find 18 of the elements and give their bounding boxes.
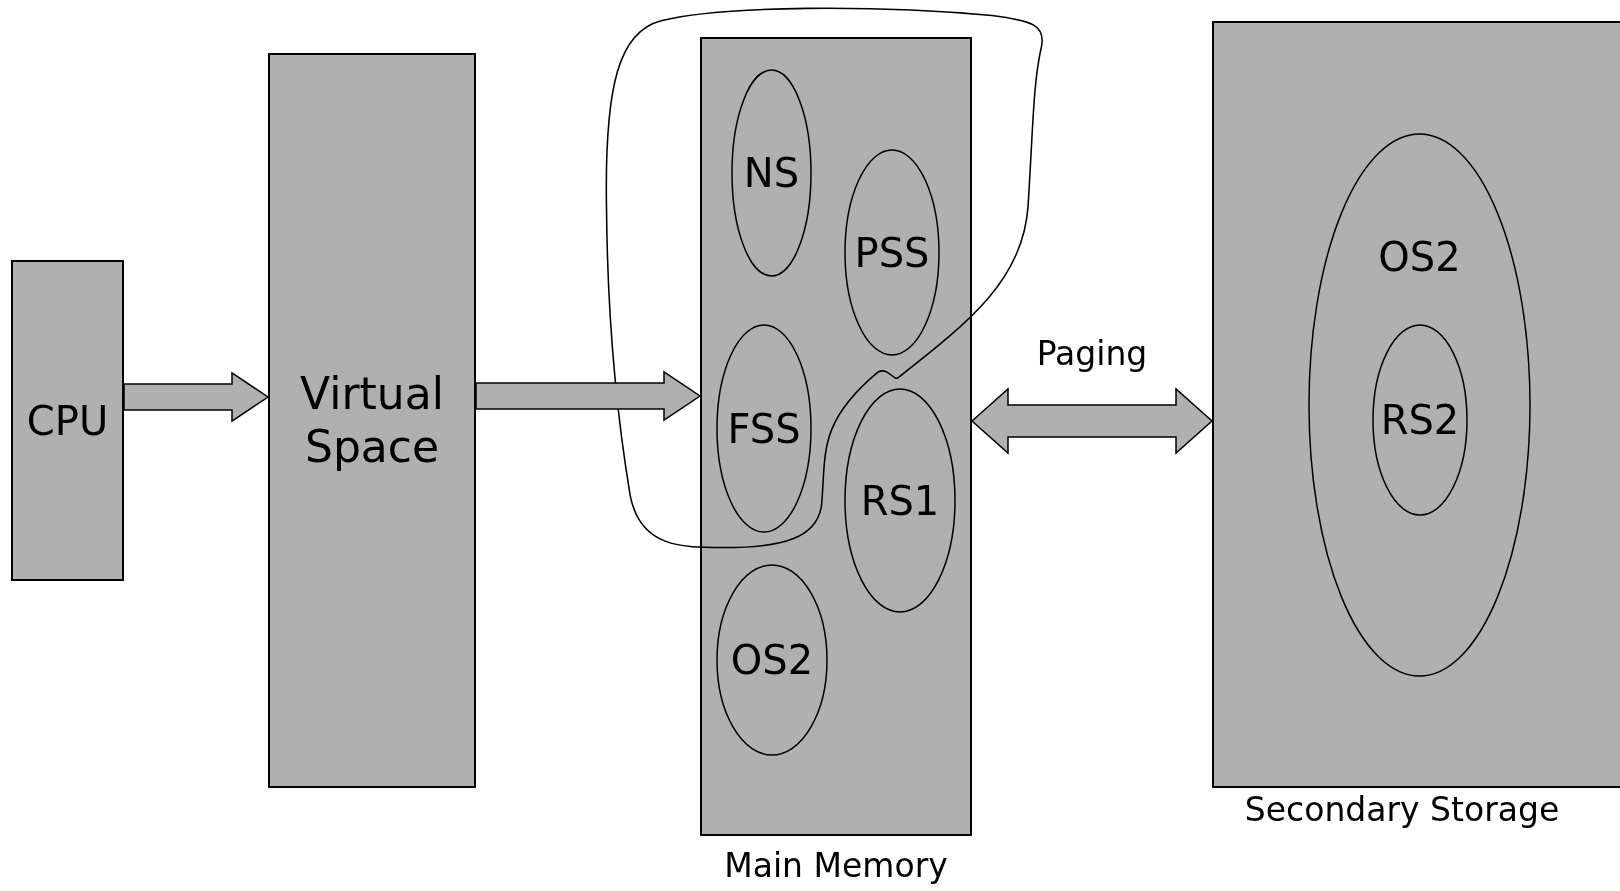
storage-box	[700, 37, 972, 836]
double-block-arrow	[970, 387, 1214, 455]
storage-box	[1212, 21, 1620, 788]
component-box	[11, 260, 124, 581]
node-label: Secondary Storage	[1243, 790, 1561, 829]
node-label: OS2	[1378, 233, 1461, 281]
block-arrow	[123, 371, 270, 423]
node-label: PSS	[854, 228, 930, 277]
node-label: NS	[743, 149, 800, 197]
node-label: RS1	[860, 476, 940, 525]
node-label: RS2	[1380, 396, 1460, 444]
node-label: CPU	[26, 396, 109, 445]
block-arrow	[475, 370, 702, 422]
node-label: OS2	[730, 636, 814, 684]
node-label: FSS	[727, 404, 801, 453]
component-box	[268, 53, 476, 788]
node-label: Virtual Space	[299, 367, 445, 474]
node-label: Main Memory	[723, 846, 949, 885]
